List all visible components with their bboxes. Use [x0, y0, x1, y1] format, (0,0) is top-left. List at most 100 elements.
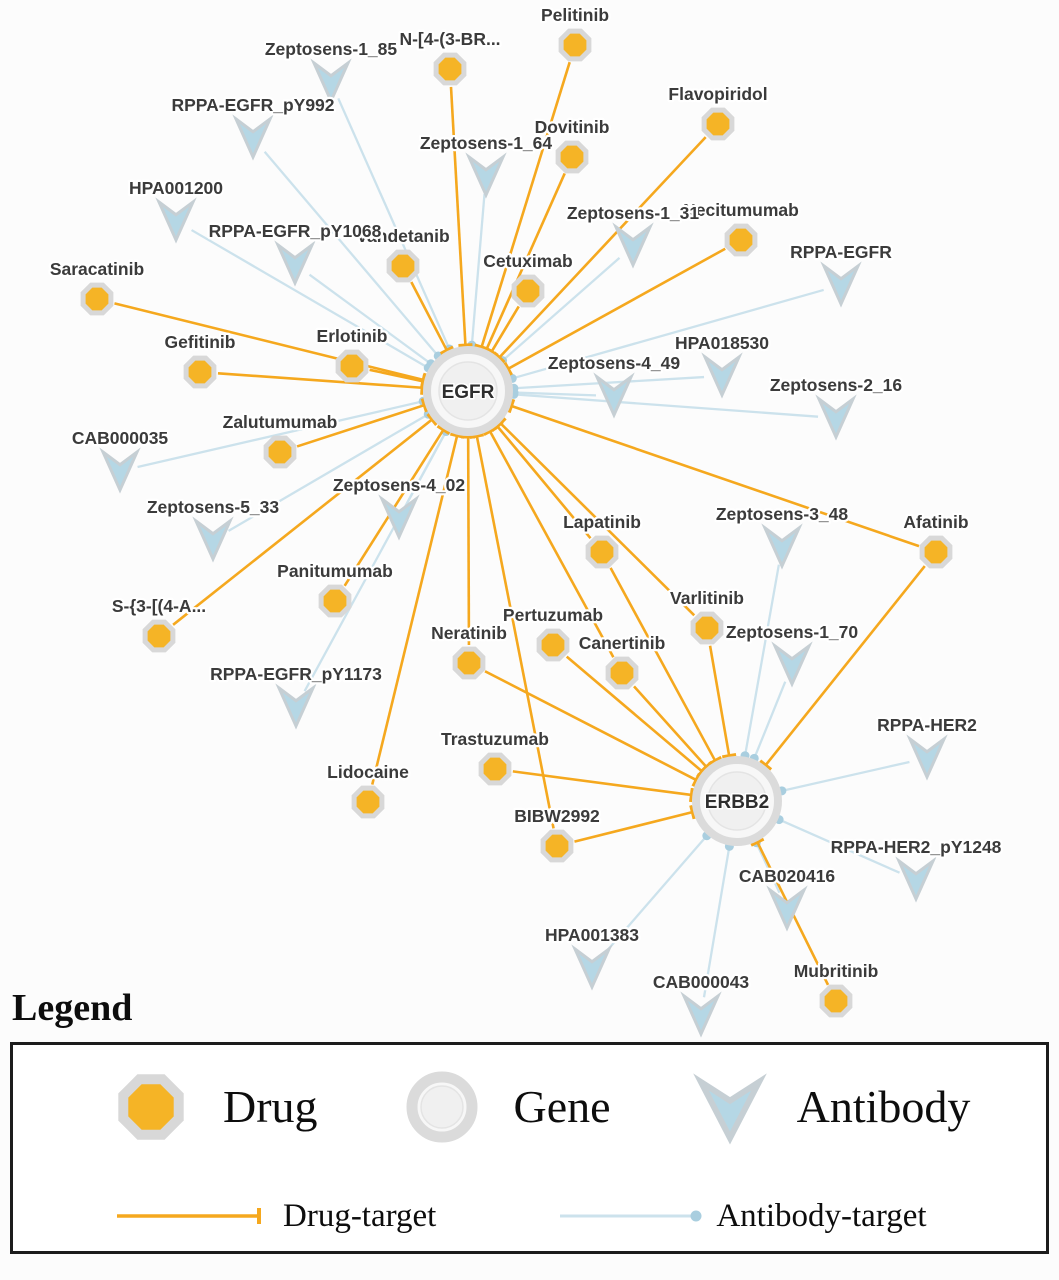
node-label: Canertinib	[579, 633, 666, 653]
drug-target-arrow-tee	[750, 837, 765, 847]
drug-target-edge-icon	[117, 1208, 261, 1225]
node-label: Zeptosens-1_64	[420, 133, 553, 153]
drug-target-edge	[296, 403, 425, 448]
antibody-node	[232, 114, 274, 161]
node-label: HPA001200	[129, 178, 223, 198]
legend-item-antibody: Antibody	[689, 1069, 971, 1145]
antibody-node	[155, 197, 197, 244]
drug-node	[351, 785, 385, 819]
node-label: Afatinib	[903, 512, 968, 532]
drug-target-arrow-tee	[494, 417, 507, 430]
drug-target-edge	[511, 404, 920, 548]
legend-antibody-label: Antibody	[796, 1080, 971, 1132]
drug-target-edge	[764, 565, 926, 766]
drug-node	[452, 646, 486, 680]
legend-item-drug-target: Drug-target	[113, 1197, 437, 1234]
antibody-node	[593, 372, 635, 419]
drug-target-edge	[633, 685, 708, 768]
drug-node	[433, 52, 467, 86]
antibody-legend-icon	[692, 1072, 767, 1145]
drug-node	[478, 752, 512, 786]
drug-target-arrow-tee	[483, 426, 497, 437]
legend: Legend Drug Gene Antibody Drug-target	[0, 986, 1059, 1254]
drug-node	[142, 619, 176, 653]
legend-drug-label: Drug	[223, 1080, 318, 1132]
drug-node	[558, 28, 592, 62]
node-label: Pertuzumab	[503, 605, 603, 625]
drug-target-edge	[609, 567, 717, 762]
antibody-target-edge	[702, 846, 731, 998]
node-label: CAB020416	[739, 866, 836, 886]
gene-node-inner	[438, 361, 498, 421]
node-label: Zeptosens-4_49	[548, 353, 681, 373]
drug-target-arrow-tee	[458, 343, 473, 347]
antibody-node	[310, 58, 352, 105]
drug-node	[540, 829, 574, 863]
antibody-node	[766, 885, 808, 932]
antibody-node	[815, 394, 857, 441]
node-label: BIBW2992	[514, 806, 600, 826]
drug-target-edge	[485, 172, 566, 350]
drug-target-arrow-tee	[696, 764, 708, 778]
gene-node-inner	[707, 771, 767, 831]
drug-node	[263, 435, 297, 469]
legend-item-antibody-target: Antibody-target	[556, 1199, 927, 1233]
antibody-target-edge	[470, 193, 486, 346]
network-canvas: EGFRERBB2PelitinibN-[4-(3-BR...Dovitinib…	[49, 5, 1002, 1038]
drug-target-arrow-tee	[503, 361, 513, 376]
node-label: RPPA-EGFR_pY1068	[209, 221, 382, 241]
node-label: Varlitinib	[670, 588, 744, 608]
drug-target-edge	[475, 435, 555, 829]
drug-node	[819, 984, 853, 1018]
antibody-node	[906, 734, 948, 781]
antibody-node	[274, 240, 316, 287]
drug-target-edge	[466, 436, 471, 646]
antibody-target-edge	[190, 229, 429, 369]
node-label: Saracatinib	[50, 259, 144, 279]
drug-target-arrow-tee	[420, 374, 426, 389]
antibody-target-edge	[755, 842, 781, 894]
antibody-target-edge	[602, 834, 708, 956]
antibody-target-edge	[513, 375, 705, 390]
drug-target-edge	[498, 136, 707, 359]
antibody-node	[680, 991, 722, 1038]
node-label: Trastuzumab	[441, 729, 549, 749]
antibody-node	[571, 944, 613, 991]
gene-legend-icon	[406, 1071, 478, 1143]
node-label: Neratinib	[431, 623, 507, 643]
drug-legend-icon	[118, 1073, 184, 1140]
antibody-node	[378, 494, 420, 541]
legend-box: Drug Gene Antibody Drug-target Antibody-…	[10, 1041, 1049, 1254]
node-label: RPPA-EGFR_pY1173	[210, 664, 382, 684]
antibody-target-edge	[781, 760, 910, 792]
node-label: Cetuximab	[483, 251, 572, 271]
node-label: Flavopiridol	[668, 84, 767, 104]
antibody-node	[465, 152, 507, 199]
antibody-node	[701, 352, 743, 399]
antibody-target-edge	[337, 97, 451, 350]
node-label: Pelitinib	[541, 5, 609, 25]
drug-target-edge	[490, 305, 520, 353]
drug-target-arrow-tee	[507, 398, 516, 414]
node-label: Zalutumumab	[223, 412, 338, 432]
node-label: S-{3-[(4-A...	[112, 596, 206, 616]
node-label: Zeptosens-5_33	[147, 497, 280, 517]
node-label: Lapatinib	[563, 512, 641, 532]
drug-node	[536, 628, 570, 662]
antibody-target-edge	[303, 430, 448, 692]
node-label: Dovitinib	[535, 117, 610, 137]
antibody-node	[771, 641, 813, 688]
node-label: Lidocaine	[327, 762, 409, 782]
node-label: RPPA-HER2_pY1248	[831, 837, 1002, 857]
drug-target-edge	[114, 302, 424, 382]
drug-node	[724, 223, 758, 257]
legend-drug-target-label: Drug-target	[283, 1197, 437, 1234]
antibody-node	[895, 856, 937, 903]
drug-target-edge	[410, 281, 448, 351]
drug-target-arrow-tee	[689, 805, 696, 820]
antibody-target-edge	[513, 391, 597, 397]
node-label: Necitumumab	[683, 200, 799, 220]
node-label: Zeptosens-1_70	[726, 622, 859, 642]
antibody-target-edge	[137, 400, 424, 469]
node-label: CAB000035	[72, 428, 169, 448]
